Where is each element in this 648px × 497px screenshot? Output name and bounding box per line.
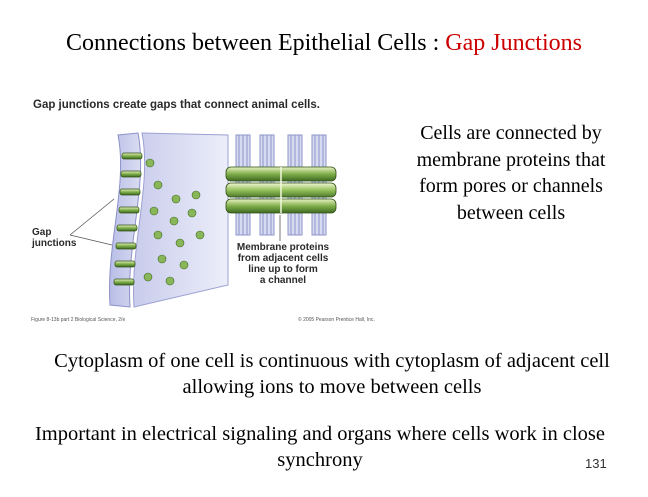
cytoplasm-paragraph: Cytoplasm of one cell is continuous with… xyxy=(54,350,610,398)
slide-title: Connections between Epithelial Cells : G… xyxy=(0,28,648,58)
membrane-proteins-label: Membrane proteins from adjacent cells li… xyxy=(236,242,330,286)
signaling-paragraph: Important in electrical signaling and or… xyxy=(34,423,606,471)
pore-clusters xyxy=(143,158,205,286)
junction-connectors xyxy=(113,152,143,286)
gap-junctions-label: Gap junctions xyxy=(32,227,77,249)
page-number: 131 xyxy=(585,456,607,471)
right-cell-membrane xyxy=(133,132,229,308)
gap-junction-illustration xyxy=(69,132,337,308)
leader-lines xyxy=(69,198,281,246)
channel-proteins xyxy=(225,166,337,214)
title-accent: Gap Junctions xyxy=(445,30,582,56)
figure-heading: Gap junctions create gaps that connect a… xyxy=(33,99,320,111)
title-prefix: Connections between Epithelial Cells : xyxy=(66,30,446,56)
side-description: Cells are connected by membrane proteins… xyxy=(416,122,606,224)
figure-credit-left: Figure 8-13b part 2 Biological Science, … xyxy=(31,317,126,323)
figure-credit-right: © 2005 Pearson Prentice Hall, Inc. xyxy=(298,317,375,323)
gap-junction-figure: Gap junctions create gaps that connect a… xyxy=(30,95,380,330)
